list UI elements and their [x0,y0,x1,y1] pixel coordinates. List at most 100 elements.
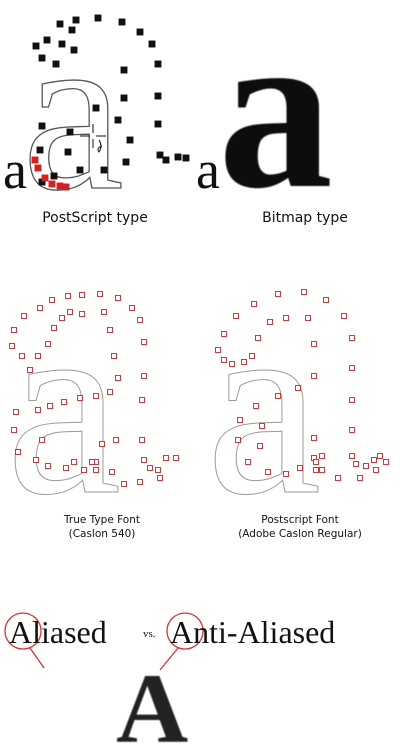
control-point [137,317,143,323]
control-point [323,297,329,303]
control-point [139,437,145,443]
control-point [235,437,241,443]
control-point [37,305,43,311]
bitmap-panel: a a Bitmap type [196,0,348,236]
control-point [311,341,317,347]
control-point [79,292,85,298]
control-point [147,465,153,471]
control-point [13,409,19,415]
control-point [215,347,221,353]
control-point [107,327,113,333]
bezier-handle [148,40,156,48]
bezier-handle [174,153,182,161]
bezier-handle [100,166,108,174]
control-point [63,465,69,471]
control-point [39,437,45,443]
control-point [311,435,317,441]
selected-handle [34,164,42,172]
aliased-big-letter-A: A [28,653,100,753]
bezier-handle [162,156,170,164]
bezier-handle [136,28,144,36]
control-point [65,293,71,299]
control-point [257,443,263,449]
control-point [283,315,289,321]
control-point [51,325,57,331]
control-point [267,319,273,325]
control-point [155,467,161,473]
control-point [59,315,65,321]
control-point [11,327,17,333]
postscript-outline-panel: a a PostScript type [3,0,190,239]
selected-handle [56,182,64,190]
control-point [349,397,355,403]
control-point [71,459,77,465]
bezier-handle [114,116,122,124]
control-point [35,407,41,413]
control-point [67,309,73,315]
bezier-handle [38,122,46,130]
selected-handle [48,180,56,188]
control-point [27,367,33,373]
control-point [229,361,235,367]
control-point [49,297,55,303]
bezier-handle [118,18,126,26]
bezier-handle [66,128,74,136]
control-point [115,295,121,301]
control-point [349,427,355,433]
control-point [141,457,147,463]
control-point [11,427,17,433]
control-point [259,423,265,429]
control-point [349,453,355,459]
postscript-type-caption: PostScript type [42,210,148,226]
control-point [373,467,379,473]
bezier-handle [92,104,100,112]
bitmap-letter-a: a [218,0,333,236]
control-point [341,313,347,319]
bezier-handle [120,94,128,102]
control-point [99,441,105,447]
control-point [163,455,169,461]
anti-aliased-word: Anti-Aliased [170,614,335,650]
control-point [249,353,255,359]
anti-aliased-big-letter-A: A [116,653,188,753]
bezier-handle [122,158,130,166]
control-point [275,291,281,297]
bezier-handle [154,92,162,100]
control-point [301,289,307,295]
control-point [45,341,51,347]
control-point [383,459,389,465]
control-point [245,459,251,465]
control-point [349,365,355,371]
control-point [111,353,117,359]
control-point [275,393,281,399]
small-letter-a-right: a [196,140,220,200]
control-point [295,385,301,391]
bezier-handle [58,40,66,48]
control-point [15,449,21,455]
control-point [141,339,147,345]
selected-handle [41,174,49,182]
control-point [139,397,145,403]
control-point [45,463,51,469]
bezier-handle [43,36,51,44]
control-point [221,331,227,337]
truetype-caption-line1: True Type Font [63,514,140,526]
control-point [97,291,103,297]
anti-aliased-highlight-circle [166,612,204,650]
control-point [35,353,41,359]
bezier-handle [70,46,78,54]
control-point [9,343,15,349]
control-point [101,309,107,315]
aliasing-comparison-panel: Aliased vs. Anti-Aliased A A [4,612,335,753]
control-point [251,301,257,307]
control-point [313,459,319,465]
control-point [47,403,53,409]
control-point [253,403,259,409]
control-point [129,305,135,311]
control-point [89,459,95,465]
control-point [33,457,39,463]
selected-bezier-handles [31,156,70,191]
control-point [349,335,355,341]
versus-label: vs. [143,628,156,640]
